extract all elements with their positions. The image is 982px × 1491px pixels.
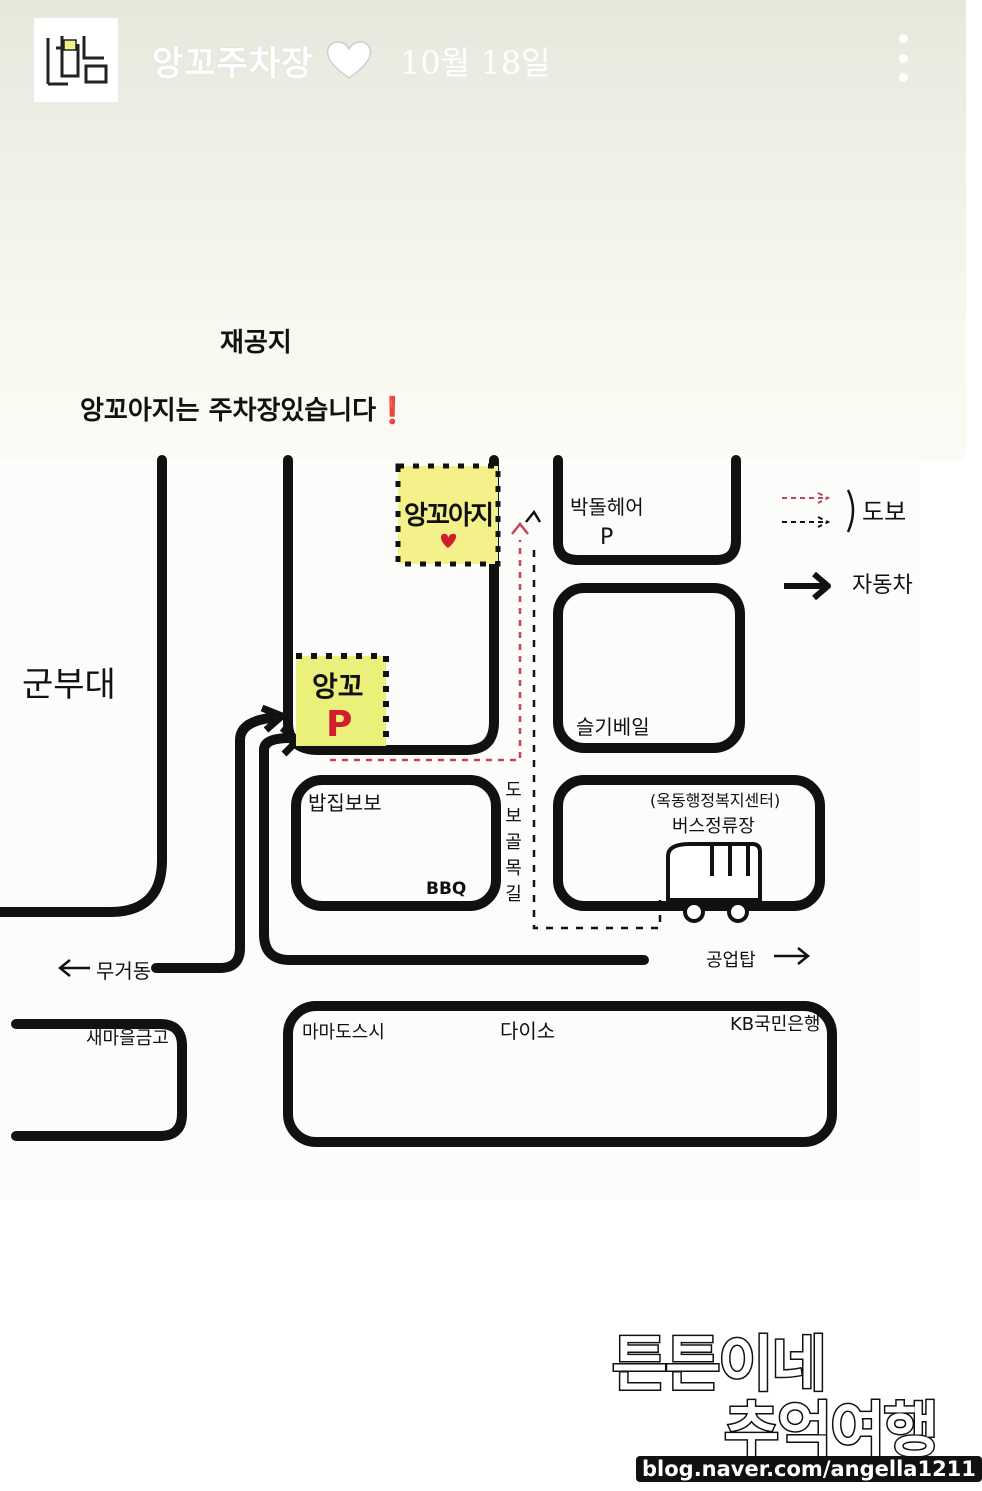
bus-stop-label: 버스정류장 xyxy=(672,816,755,837)
profile-avatar[interactable] xyxy=(34,18,118,102)
story-header: 앙꼬주차장 10월 18일 재공지 앙꼬아지는 주차장있습니다❗ xyxy=(0,0,966,460)
walk-path-red xyxy=(330,540,522,762)
road-bottom xyxy=(259,733,649,965)
alley-label: 도보골목길 xyxy=(502,780,523,910)
daiso-label: 다이소 xyxy=(500,1019,555,1043)
bapjip-block-outline xyxy=(291,775,501,911)
angkko-parking-area xyxy=(296,656,386,746)
bottom-block-outline xyxy=(283,1001,837,1147)
bapjip-bobo-label: 밥집보보 xyxy=(308,791,382,815)
angkko-parking-mark: P xyxy=(326,704,352,745)
notice-title: 재공지 xyxy=(220,328,292,358)
legend-car-label: 자동차 xyxy=(852,573,913,598)
road-left xyxy=(151,713,275,973)
road-arrowhead-1 xyxy=(260,704,286,733)
saemaeul-label: 새마을금고 xyxy=(86,1028,169,1049)
walk-path-black xyxy=(532,550,662,930)
bakdol-parking-mark: P xyxy=(600,525,613,550)
legend-car-arrow xyxy=(784,571,831,601)
watermark-line-1: 튼튼이네 xyxy=(611,1329,829,1402)
right-arrow-icon xyxy=(774,947,811,965)
bakdol-hair-label: 박돌헤어 xyxy=(570,495,644,519)
story-username[interactable]: 앙꼬주차장 xyxy=(152,44,314,84)
watermark-url: blog.naver.com/angella1211 xyxy=(636,1456,982,1482)
bbq-label: BBQ xyxy=(426,879,466,899)
bus-icon xyxy=(666,842,762,923)
military-base-outline xyxy=(0,455,167,917)
more-options-icon[interactable] xyxy=(888,34,918,82)
legend-walk-black-line xyxy=(782,516,831,528)
exclamation-icon: ❗ xyxy=(376,396,409,426)
notice-text-body: 앙꼬아지는 주차장있습니다 xyxy=(80,396,377,426)
community-center-label: (옥동행정복지센터) xyxy=(650,791,780,810)
military-base-label: 군부대 xyxy=(22,665,116,705)
watermark-line-2: 추억여행 xyxy=(723,1395,941,1468)
mamado-sushi-label: 마마도스시 xyxy=(302,1022,385,1043)
legend-walk-label: 도보 xyxy=(862,498,906,526)
hand-drawn-map: 앙꼬아지 앙꼬 P 군부대 박돌헤어 P 슬기베일 밥집보보 BBQ (옥동행정… xyxy=(0,455,966,1200)
angkko-aji-label: 앙꼬아지 xyxy=(404,501,494,531)
heart-icon xyxy=(441,533,457,548)
bakdol-block-outline xyxy=(553,455,741,565)
kb-bank-label: KB국민은행 xyxy=(730,1014,820,1035)
left-arrow-icon xyxy=(57,959,90,977)
angkko-label: 앙꼬 xyxy=(312,670,364,703)
gongeop-tap-label: 공업탑 xyxy=(706,950,756,971)
seulgi-block-outline xyxy=(553,583,745,753)
legend-walk-red-line xyxy=(782,492,831,504)
white-heart-icon xyxy=(326,41,372,79)
map-legend: 도보 자동차 xyxy=(782,489,913,601)
notice-text: 앙꼬아지는 주차장있습니다❗ xyxy=(80,390,408,427)
saemaeul-block-outline xyxy=(11,1019,187,1141)
seulgi-bail-label: 슬기베일 xyxy=(576,715,650,739)
mugeo-dong-label: 무거동 xyxy=(96,959,151,983)
story-date: 10월 18일 xyxy=(400,44,551,82)
